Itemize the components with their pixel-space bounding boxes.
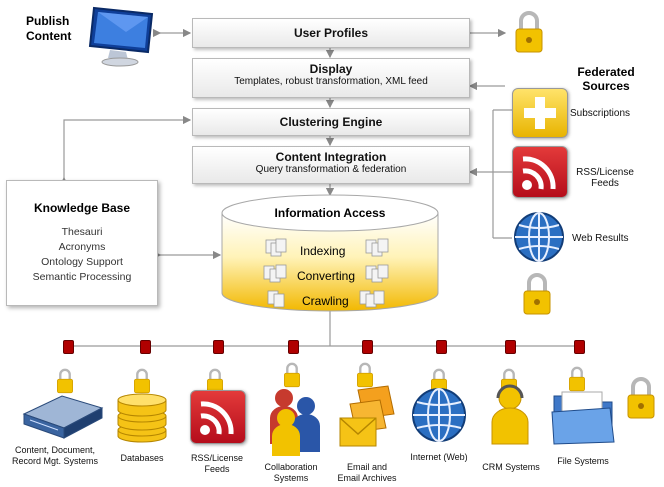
source-label-line2: Systems (273, 473, 309, 483)
information-access-cylinder (221, 194, 439, 312)
bus-node (362, 340, 373, 354)
database-icon (117, 393, 167, 443)
bus-node (505, 340, 516, 354)
content-integration-box: Content Integration Query transformation… (192, 146, 470, 184)
globe-icon (412, 388, 466, 442)
source-label-line1: Databases (120, 453, 164, 463)
source-label-line1: RSS/License (190, 453, 244, 463)
lock-icon (284, 362, 300, 388)
source-label: File Systems (546, 456, 620, 467)
user-profiles-box: User Profiles (192, 18, 470, 48)
knowledge-base-item: Semantic Processing (32, 271, 132, 283)
converting-label: Converting (297, 269, 356, 283)
bus-node (574, 340, 585, 354)
federated-sources-title: Federated Sources (560, 65, 652, 93)
source-label-line1: Content, Document, (14, 445, 96, 455)
federated-rss-line2: Feeds (591, 178, 619, 189)
subscriptions-label: Subscriptions (570, 108, 631, 119)
people-icon (270, 389, 320, 456)
source-label-line1: Collaboration (264, 462, 318, 472)
source-label-line1: CRM Systems (482, 462, 540, 472)
bus-node (213, 340, 224, 354)
plus-icon (512, 88, 568, 138)
source-label-line1: Email and (346, 462, 388, 472)
web-results-label: Web Results (572, 233, 629, 244)
bus-node (63, 340, 74, 354)
user-profiles-title: User Profiles (293, 26, 369, 40)
content-integration-title: Content Integration (275, 150, 387, 164)
source-label-line1: Internet (Web) (410, 452, 468, 462)
knowledge-base-item: Thesauri (61, 226, 103, 238)
server-icon (22, 395, 104, 439)
content-integration-subtitle: Query transformation & federation (255, 164, 407, 175)
federated-rss-label: RSS/License Feeds (570, 167, 640, 189)
lock-icon (515, 11, 543, 53)
folder-icon (551, 391, 615, 445)
knowledge-base-item: Acronyms (58, 241, 106, 253)
source-label: Collaboration Systems (254, 462, 328, 484)
knowledge-base-item: Ontology Support (41, 256, 123, 268)
source-label-line2: Email Archives (337, 473, 397, 483)
lock-icon (357, 362, 373, 388)
person-icon (491, 384, 529, 445)
bus-node (140, 340, 151, 354)
display-box: Display Templates, robust transformation… (192, 58, 470, 98)
rss-icon (190, 390, 246, 444)
lock-icon (627, 377, 655, 419)
document-stack-icons (263, 238, 389, 308)
bus-node (436, 340, 447, 354)
monitor-icon (88, 6, 154, 67)
source-label: CRM Systems (474, 462, 548, 473)
lock-icon (569, 366, 585, 392)
source-label: Databases (106, 453, 178, 464)
rss-icon (512, 146, 568, 198)
federated-rss-line1: RSS/License (576, 167, 634, 178)
display-title: Display (309, 62, 353, 76)
envelope-icon (339, 385, 395, 447)
federated-title-line2: Sources (582, 79, 630, 93)
source-label: Internet (Web) (402, 452, 476, 463)
knowledge-base-panel: Knowledge Base Thesauri Acronyms Ontolog… (6, 180, 158, 306)
information-access-title: Information Access (274, 206, 386, 220)
source-label-line1: File Systems (557, 456, 609, 466)
display-subtitle: Templates, robust transformation, XML fe… (234, 76, 428, 87)
crawling-label: Crawling (302, 294, 349, 308)
indexing-label: Indexing (300, 244, 346, 258)
publish-content-label: Publish Content (26, 14, 71, 44)
clustering-engine-title: Clustering Engine (279, 115, 383, 129)
clustering-engine-box: Clustering Engine (192, 108, 470, 136)
lock-icon (207, 368, 223, 394)
source-label: Email and Email Archives (326, 462, 408, 484)
publish-line1: Publish (26, 14, 70, 28)
federated-title-line1: Federated (577, 65, 635, 79)
bus-node (288, 340, 299, 354)
source-label-line2: Record Mgt. Systems (11, 456, 99, 466)
source-label-line2: Feeds (204, 464, 230, 474)
source-label: Content, Document, Record Mgt. Systems (0, 445, 110, 467)
source-label: RSS/License Feeds (180, 453, 254, 475)
lock-icon (57, 368, 73, 394)
lock-icon (523, 273, 551, 315)
knowledge-base-title: Knowledge Base (33, 201, 131, 215)
globe-icon (514, 212, 564, 262)
publish-line2: Content (26, 29, 72, 43)
lock-icon (134, 368, 150, 394)
